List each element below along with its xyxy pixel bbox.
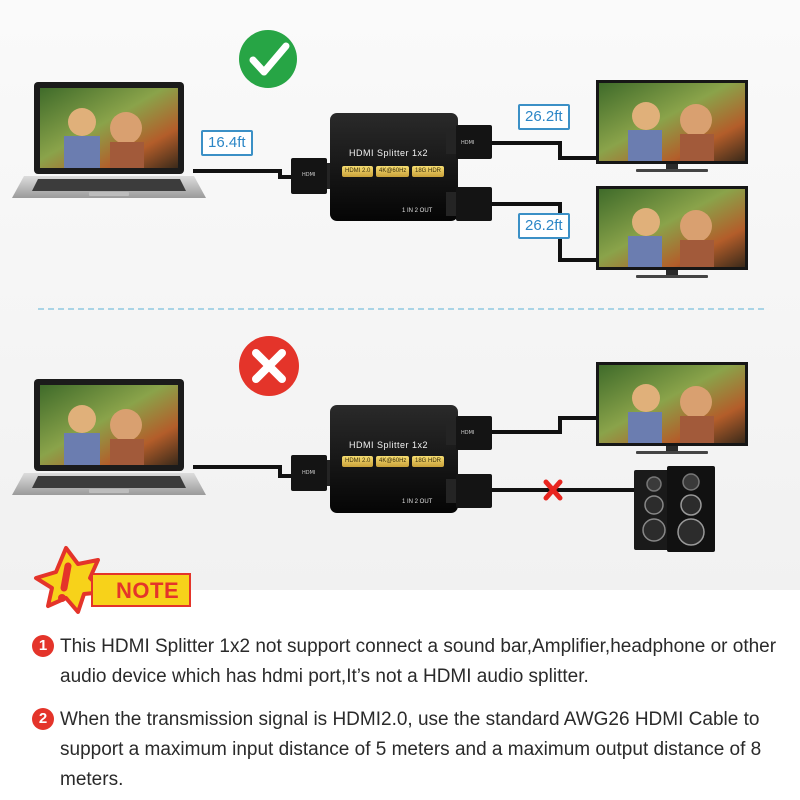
chip-hdr-top: 18G HDR [412,166,445,177]
input-distance-label: 16.4ft [201,130,253,156]
note-text-2: When the transmission signal is HDMI2.0,… [60,709,762,790]
chip-hdmi-top: HDMI 2.0 [342,166,374,177]
exclamation-star-icon [34,546,106,614]
tv-2-top [596,186,748,278]
chip-4k-top: 4K@60Hz [376,166,410,177]
note-banner [91,573,191,607]
note-text-1: This HDMI Splitter 1x2 not support conne… [60,636,777,687]
tv-1-top [596,80,748,172]
note-label: NOTE [116,578,180,603]
plug-label-input-bottom: HDMI [302,470,316,476]
chip-4k-bottom: 4K@60Hz [376,456,410,467]
speakers [634,466,715,552]
splitter-title-bottom: HDMI Splitter 1x2 [349,440,429,450]
output-plug-2-bottom [446,474,492,508]
red-x-icon [543,479,563,501]
plug-label-out1-bottom: HDMI [461,430,475,436]
splitter-subtitle-bottom: 1 IN 2 OUT [402,499,433,505]
splitter-title-top: HDMI Splitter 1x2 [349,148,429,158]
output-plug-2-top [446,187,492,221]
note-number-2: 2 [32,708,54,730]
output-distance-label-1: 26.2ft [518,104,570,130]
splitter-subtitle-top: 1 IN 2 OUT [402,208,433,214]
chip-hdr-bottom: 18G HDR [412,456,445,467]
plug-label-input-top: HDMI [302,172,316,178]
section-divider [38,308,764,310]
laptop-top [12,82,206,198]
tv-bottom [596,362,748,454]
check-mark-icon [239,30,297,88]
plug-label-out1-top: HDMI [461,140,475,146]
laptop-bottom [12,379,206,495]
output-distance-label-2: 26.2ft [518,213,570,239]
note-number-1: 1 [32,635,54,657]
chip-hdmi-bottom: HDMI 2.0 [342,456,374,467]
